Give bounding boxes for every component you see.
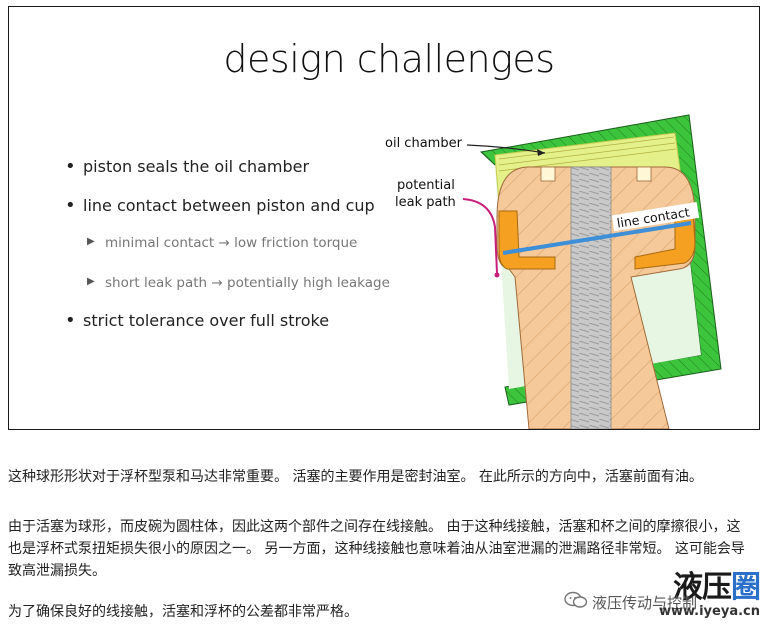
watermark-logo: 液压圈: [673, 562, 761, 606]
leak-path-label-line2: leak path: [395, 195, 456, 210]
sub-bullet-minimal-contact: ▶ minimal contact → low friction torque: [65, 235, 425, 251]
sub-bullet-text: short leak path → potentially high leaka…: [105, 275, 390, 291]
seal-left: [498, 210, 556, 270]
watermark: 液压圈 液压传动与控制 www.iyeya.cn: [564, 562, 764, 624]
triangle-bullet-icon: ▶: [87, 276, 95, 287]
logo-text-blue: 圈: [731, 570, 761, 605]
triangle-bullet-icon: ▶: [87, 236, 95, 247]
slide-frame: design challenges piston seals the oil c…: [8, 6, 760, 430]
bullet-tolerance: strict tolerance over full stroke: [65, 310, 425, 331]
logo-text-black: 液压: [673, 570, 732, 605]
sub-bullet-short-leak: ▶ short leak path → potentially high lea…: [65, 275, 425, 291]
paragraph-1: 这种球形形状对于浮杯型泵和马达非常重要。 活塞的主要作用是密封油室。 在此所示的…: [8, 469, 703, 485]
watermark-url: www.iyeya.cn: [658, 604, 760, 619]
oil-chamber-label: oil chamber: [385, 136, 463, 151]
leak-path-arrow: [462, 198, 498, 274]
bullet-seals: piston seals the oil chamber: [65, 156, 425, 177]
threaded-rod: [570, 166, 612, 429]
slide-title: design challenges: [223, 37, 555, 81]
sub-bullet-text: minimal contact → low friction torque: [105, 235, 358, 251]
piston-cup-diagram: oil chamber potential leak path line con…: [385, 114, 722, 429]
watermark-subtitle: 液压传动与控制: [592, 594, 698, 612]
leak-path-label-line1: potential: [397, 178, 455, 193]
paragraph-3: 为了确保良好的线接触，活塞和浮杯的公差都非常严格。: [8, 604, 358, 620]
paragraph-2: 由于活塞为球形，而皮碗为圆柱体，因此这两个部件之间存在线接触。 由于这种线接触，…: [8, 519, 745, 579]
bullet-line-contact: line contact between piston and cup: [65, 195, 425, 216]
wechat-icon: [564, 591, 588, 608]
line-contact-line: [502, 221, 692, 255]
bullet-list: piston seals the oil chamber line contac…: [65, 156, 425, 350]
